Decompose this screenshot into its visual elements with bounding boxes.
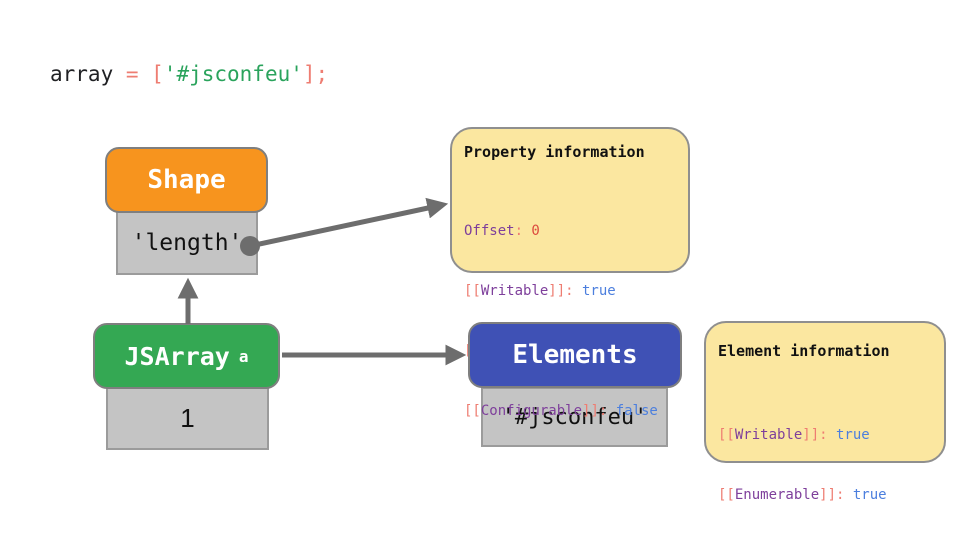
element-info-rows: [[Writable]]:true [[Enumerable]]:true [[… xyxy=(718,385,932,540)
elements-value-cell: '#jsconfeu' xyxy=(481,387,668,447)
code-variable: array xyxy=(50,62,114,86)
elements-value: '#jsconfeu' xyxy=(501,404,648,430)
element-writable-row: [[Writable]]:true xyxy=(718,427,870,443)
offset-colon: : xyxy=(514,223,524,239)
jsarray-length-value: 1 xyxy=(180,403,195,433)
code-string-literal: '#jsconfeu' xyxy=(163,62,303,86)
elements-node: Elements xyxy=(468,322,682,388)
arrow-length-to-property-info xyxy=(249,197,449,249)
offset-label: Offset xyxy=(464,223,515,239)
elements-node-title: Elements xyxy=(512,340,638,370)
property-info-title: Property information xyxy=(464,143,645,161)
jsarray-node-title: JSArray xyxy=(124,341,230,371)
property-info-rows: Offset:0 [[Writable]]:true [[Enumerable]… xyxy=(464,181,676,461)
code-terminator: ]; xyxy=(302,62,329,86)
code-line: array = ['#jsconfeu']; xyxy=(50,60,328,88)
property-writable-row: [[Writable]]:true xyxy=(464,283,616,299)
property-configurable-row: [[Configurable]]:false xyxy=(464,403,658,419)
jsarray-length-cell: 1 xyxy=(106,387,269,450)
shape-property-key: 'length' xyxy=(131,230,243,256)
shape-property-cell: 'length' xyxy=(116,211,258,275)
property-info-panel: Property information Offset:0 [[Writable… xyxy=(450,127,690,419)
shape-node-title: Shape xyxy=(147,165,226,195)
offset-value: 0 xyxy=(531,223,540,239)
element-enumerable-row: [[Enumerable]]:true xyxy=(718,487,887,503)
shape-node: Shape xyxy=(105,147,268,213)
jsarray-node-subscript: a xyxy=(238,346,249,366)
code-operator: = [ xyxy=(113,62,164,86)
property-offset-row: Offset:0 xyxy=(464,221,676,241)
element-info-title: Element information xyxy=(718,342,890,360)
element-info-panel: Element information [[Writable]]:true [[… xyxy=(704,321,946,503)
jsarray-node: JSArray a xyxy=(93,323,280,389)
